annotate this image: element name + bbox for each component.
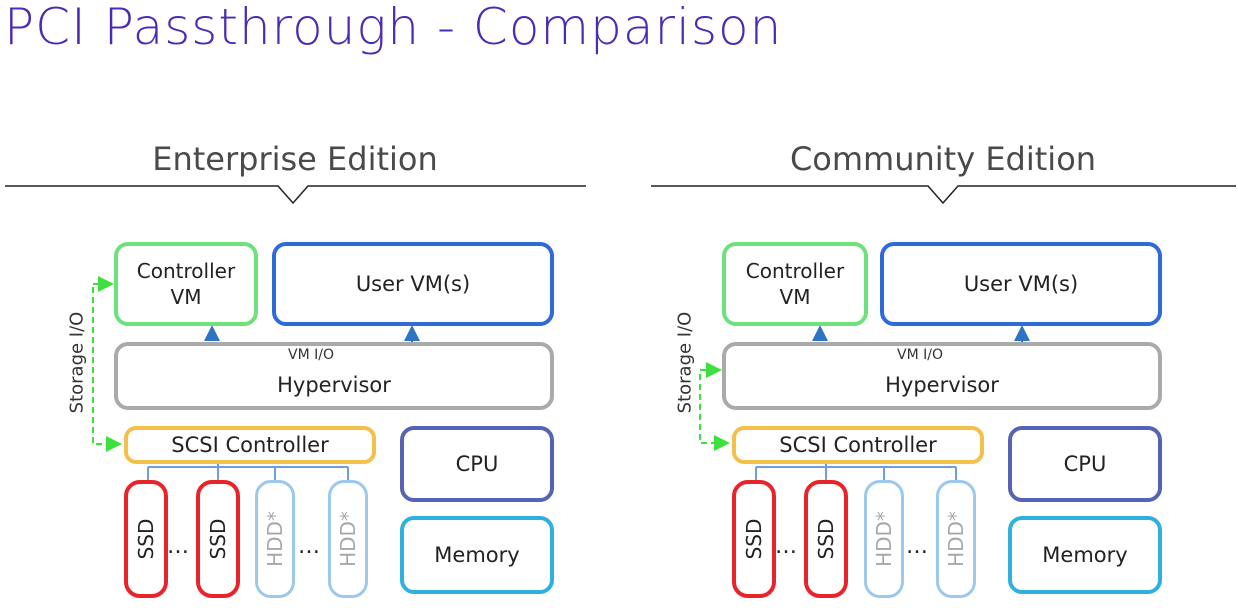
memory-label: Memory xyxy=(434,543,520,567)
vm-io-label: VM I/O xyxy=(285,347,337,363)
hdd-label: HDD* xyxy=(336,511,360,567)
enterprise-edition-panel: Enterprise Edition Controller VM User VM… xyxy=(0,130,590,610)
cpu-box: CPU xyxy=(400,426,554,502)
hdd-disk: HDD* xyxy=(255,480,295,598)
community-edition-panel: Community Edition Controller VM User VM(… xyxy=(648,130,1238,610)
hypervisor-label: Hypervisor xyxy=(885,373,999,397)
memory-box: Memory xyxy=(1008,516,1162,594)
ssd-label: SSD xyxy=(814,518,838,560)
scsi-controller-box: SCSI Controller xyxy=(124,426,376,464)
hdd-label: HDD* xyxy=(944,511,968,567)
header-divider xyxy=(5,185,586,205)
controller-vm-box: Controller VM xyxy=(114,242,258,326)
scsi-controller-label: SCSI Controller xyxy=(171,433,329,457)
ssd-disk: SSD xyxy=(124,480,168,598)
cpu-label: CPU xyxy=(1063,452,1107,476)
ssd-disk: SSD xyxy=(196,480,240,598)
hypervisor-label: Hypervisor xyxy=(277,373,391,397)
cpu-box: CPU xyxy=(1008,426,1162,502)
hdd-ellipsis: … xyxy=(906,534,929,559)
ssd-ellipsis: … xyxy=(775,534,798,559)
hdd-label: HDD* xyxy=(872,511,896,567)
hdd-disk: HDD* xyxy=(864,480,904,598)
scsi-controller-box: SCSI Controller xyxy=(732,426,984,464)
storage-io-arrow xyxy=(699,369,730,451)
ssd-disk: SSD xyxy=(732,480,776,598)
hdd-ellipsis: … xyxy=(298,534,321,559)
memory-box: Memory xyxy=(400,516,554,594)
storage-io-label: Storage I/O xyxy=(66,311,88,414)
controller-vm-box: Controller VM xyxy=(722,242,868,326)
ssd-ellipsis: … xyxy=(167,534,190,559)
ssd-label: SSD xyxy=(742,518,766,560)
edition-title: Community Edition xyxy=(789,140,1097,178)
scsi-controller-label: SCSI Controller xyxy=(779,433,937,457)
user-vm-label: User VM(s) xyxy=(355,272,471,296)
hdd-disk: HDD* xyxy=(936,480,976,598)
user-vm-label: User VM(s) xyxy=(963,272,1079,296)
storage-io-label: Storage I/O xyxy=(674,311,696,414)
hdd-label: HDD* xyxy=(263,511,287,567)
controller-vm-label: Controller VM xyxy=(745,259,845,309)
vm-io-label: VM I/O xyxy=(894,347,946,363)
hypervisor-box: Hypervisor xyxy=(114,342,554,410)
memory-label: Memory xyxy=(1042,543,1128,567)
user-vm-box: User VM(s) xyxy=(272,242,554,326)
edition-title: Enterprise Edition xyxy=(152,140,438,178)
hdd-disk: HDD* xyxy=(328,480,368,598)
controller-vm-label: Controller VM xyxy=(136,259,236,309)
ssd-disk: SSD xyxy=(804,480,848,598)
header-divider xyxy=(651,185,1236,205)
cpu-label: CPU xyxy=(455,452,499,476)
slide-title: PCI Passthrough - Comparison xyxy=(4,0,783,56)
ssd-label: SSD xyxy=(134,518,158,560)
ssd-label: SSD xyxy=(206,518,230,560)
user-vm-box: User VM(s) xyxy=(880,242,1162,326)
